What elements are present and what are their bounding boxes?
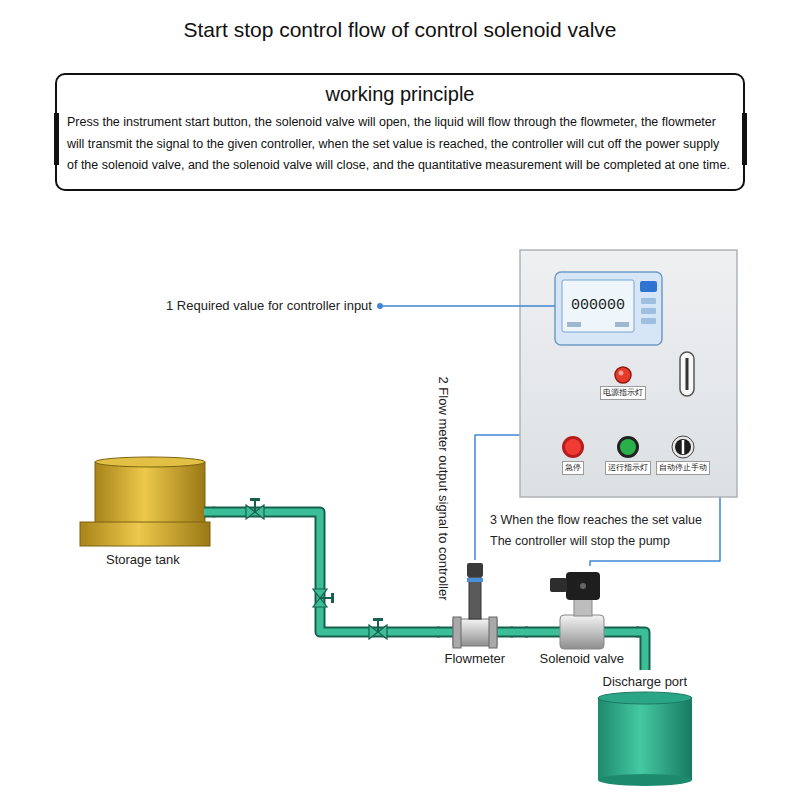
power-lamp — [615, 367, 631, 383]
container-top — [598, 692, 692, 704]
display-logo — [640, 281, 657, 292]
tank-top — [95, 457, 205, 467]
diagram-title: Start stop control flow of control solen… — [0, 18, 800, 42]
valve-handle — [331, 593, 334, 603]
display-key — [641, 308, 656, 314]
callout-text: 3 When the flow reaches the set value Th… — [490, 510, 716, 552]
display-segment — [615, 322, 629, 327]
display-bezel — [555, 272, 662, 345]
control-cabinet — [520, 250, 737, 497]
control-panel: 000000 电源指示灯急停 运行指示灯自动停止手动 — [520, 250, 737, 497]
display-segment — [567, 322, 581, 327]
valve-body — [369, 625, 387, 639]
part-label: Discharge port — [603, 674, 688, 689]
meter-nut — [489, 617, 497, 648]
pipe — [636, 632, 645, 670]
callout-text: 1 Required value for controller input — [166, 298, 372, 313]
meter-cap — [467, 563, 483, 577]
cabinet-door — [520, 250, 737, 497]
pipe — [204, 512, 639, 632]
selector-knob — [675, 439, 691, 455]
panel-label: 运行指示灯 — [605, 461, 651, 475]
part-label: Storage tank — [106, 552, 180, 567]
run-lamp-ring — [617, 436, 639, 458]
hand-valve — [313, 589, 334, 607]
valve-housing — [560, 615, 604, 649]
valve-stem — [377, 621, 379, 632]
stop-button-ring — [562, 436, 584, 458]
valve-coil — [566, 572, 600, 600]
valve-body — [313, 589, 327, 607]
solenoid-valve-drawing — [550, 572, 604, 649]
flowmeter-drawing — [453, 563, 497, 648]
valve-body — [246, 505, 264, 519]
storage-tank-drawing — [80, 457, 210, 546]
display-key — [641, 318, 656, 324]
selector-mark — [682, 440, 685, 454]
valve-stem — [254, 501, 256, 512]
run-lamp — [620, 439, 636, 455]
leader-dot — [377, 303, 383, 309]
discharge-container — [598, 692, 692, 786]
door-handle — [680, 352, 694, 396]
storage-tank: Storage tank — [73, 455, 213, 575]
valve-bonnet — [574, 598, 592, 616]
hand-valve — [369, 618, 387, 639]
part-label: Flowmeter — [445, 651, 506, 666]
hand-valve — [246, 498, 264, 519]
signal-wire — [590, 497, 720, 566]
display-key — [641, 298, 656, 304]
meter-nut — [453, 617, 461, 648]
handle-grip — [686, 358, 689, 390]
tank-flange — [80, 522, 210, 546]
container-bottom — [598, 774, 692, 786]
display-screen — [562, 280, 634, 332]
panel-label: 电源指示灯 — [600, 386, 646, 400]
callout-leader — [377, 303, 555, 309]
panel-label: 自动停止手动 — [656, 461, 710, 475]
lamp-highlight — [619, 371, 624, 376]
coil-screw — [580, 583, 586, 589]
callout-text: 2 Flow meter output signal to controller — [436, 376, 451, 600]
valve-handle — [250, 498, 260, 501]
principle-box: working principlePress the instrument st… — [55, 73, 745, 191]
coil-plug — [550, 578, 567, 592]
container-body — [598, 698, 692, 780]
panel-label: 急停 — [562, 461, 584, 475]
pipe-stubs — [204, 512, 639, 632]
valve-handle — [373, 618, 383, 621]
stop-button — [565, 439, 581, 455]
part-label: Solenoid valve — [540, 651, 625, 666]
pipe-outline — [213, 512, 440, 632]
selector-ring — [672, 436, 694, 458]
leader-line — [383, 305, 555, 306]
pipe — [213, 512, 440, 632]
valve-stem — [320, 597, 331, 599]
box-body: Press the instrument start button, the s… — [67, 112, 733, 177]
solenoid-valve: Solenoid valve — [528, 566, 636, 668]
tank-body — [95, 462, 205, 524]
pipe-outline — [636, 632, 645, 670]
discharge-port: Discharge port — [590, 670, 700, 790]
display-readout: 000000 — [571, 297, 625, 314]
meter-band — [467, 578, 483, 582]
box-heading: working principle — [67, 83, 733, 106]
pipe-outline — [204, 512, 639, 632]
